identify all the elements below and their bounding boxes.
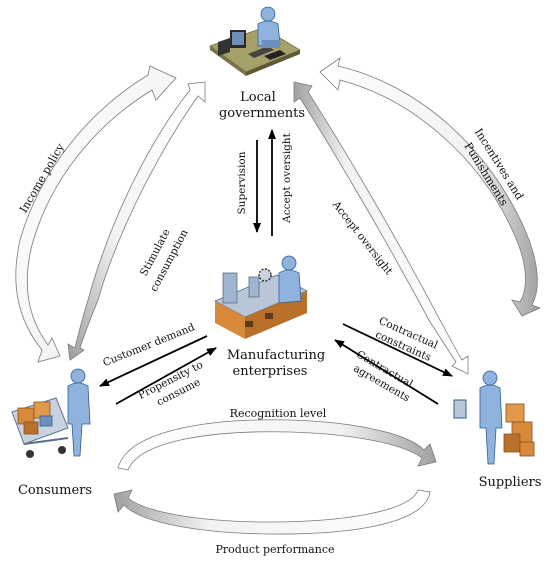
local-governments-label-line2: governments xyxy=(219,106,305,121)
worker-with-boxes-icon xyxy=(453,370,535,465)
recognition-level-label: Recognition level xyxy=(230,407,327,420)
supervision-label: Supervision xyxy=(236,151,248,214)
consumers-label: Consumers xyxy=(18,483,92,498)
worker-at-assembly-line-icon xyxy=(214,255,308,339)
right-cycle xyxy=(293,57,542,375)
shopper-with-cart-icon xyxy=(11,368,91,458)
left-cycle-inner-arrow xyxy=(67,81,206,361)
local-governments-label-line1: Local xyxy=(240,90,276,105)
right-cycle-inner-arrow xyxy=(293,81,469,375)
right-cycle-outer-arrow xyxy=(319,57,542,317)
contractual-constraints-arrow xyxy=(342,323,453,377)
recognition-arrow xyxy=(117,419,437,471)
contractual-agreements-arrow xyxy=(334,339,439,405)
product-performance-label: Product performance xyxy=(216,543,335,556)
person-at-computer-desk-icon xyxy=(209,6,301,76)
manufacturing-label-line1: Manufacturing xyxy=(227,348,325,363)
performance-arrow xyxy=(113,489,431,535)
left-cycle xyxy=(15,65,206,363)
flow-arrows xyxy=(99,129,453,405)
propensity-arrow xyxy=(115,347,217,405)
left-cycle-outer-arrow xyxy=(15,65,177,363)
suppliers-label: Suppliers xyxy=(479,475,542,490)
accept-oversight-label: Accept oversight xyxy=(281,132,293,224)
bottom-cycle xyxy=(113,419,437,535)
customer-demand-arrow xyxy=(99,335,208,387)
manufacturing-label-line2: enterprises xyxy=(233,364,308,379)
customer-demand-label: Customer demand xyxy=(101,321,197,369)
